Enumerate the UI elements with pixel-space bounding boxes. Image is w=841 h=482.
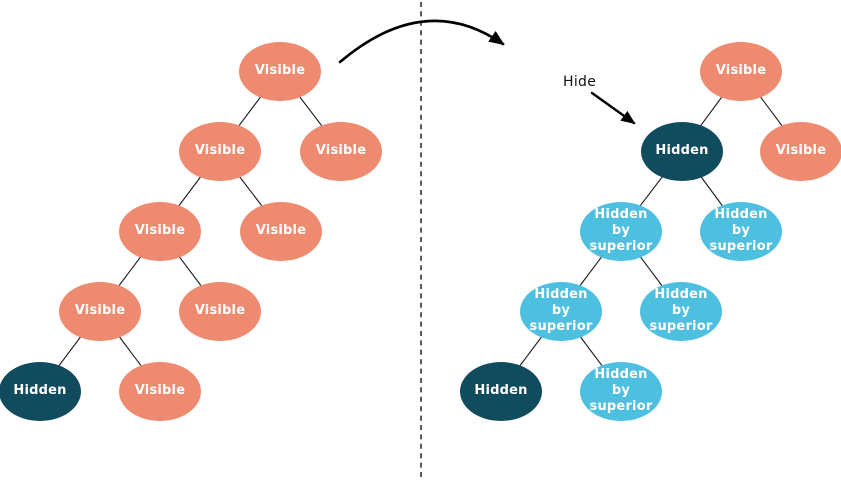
tree-node-visible: Visible [239, 41, 321, 101]
tree-node-hidden: Hidden [641, 121, 723, 181]
tree-node-visible: Visible [179, 281, 261, 341]
tree-node-label: Visible [255, 222, 307, 238]
tree-node-label: Visible [134, 222, 186, 238]
tree-node-hidden-by-superior: Hidden by superior [580, 361, 662, 421]
tree-node-label: Hidden [13, 382, 67, 398]
tree-node-label: Visible [194, 302, 246, 318]
tree-node-visible: Visible [240, 201, 322, 261]
tree-node-hidden-by-superior: Hidden by superior [700, 201, 782, 261]
tree-node-label: Visible [194, 142, 246, 158]
tree-node-label: Visible [74, 302, 126, 318]
tree-node-label: Visible [254, 62, 306, 78]
tree-node-visible: Visible [700, 41, 782, 101]
tree-node-label: Visible [715, 62, 767, 78]
tree-node-hidden: Hidden [0, 361, 81, 421]
tree-node-visible: Visible [59, 281, 141, 341]
tree-node-label: Visible [775, 142, 827, 158]
transform-arrow [338, 19, 505, 64]
tree-node-label: Hidden [655, 142, 709, 158]
tree-node-visible: Visible [760, 121, 841, 181]
tree-node-hidden-by-superior: Hidden by superior [520, 281, 602, 341]
tree-node-label: Hidden by superior [589, 206, 653, 255]
tree-node-label: Visible [134, 382, 186, 398]
tree-node-label: Hidden [474, 382, 528, 398]
tree-node-label: Hidden by superior [589, 366, 653, 415]
tree-node-label: Hidden by superior [649, 286, 713, 335]
hide-annotation-arrow [590, 91, 636, 125]
tree-node-visible: Visible [119, 201, 201, 261]
tree-node-label: Hidden by superior [709, 206, 773, 255]
tree-node-label: Hidden by superior [529, 286, 593, 335]
tree-node-visible: Visible [300, 121, 382, 181]
tree-node-visible: Visible [119, 361, 201, 421]
tree-node-visible: Visible [179, 121, 261, 181]
tree-node-hidden-by-superior: Hidden by superior [640, 281, 722, 341]
tree-node-hidden-by-superior: Hidden by superior [580, 201, 662, 261]
tree-node-hidden: Hidden [460, 361, 542, 421]
hide-annotation-label: Hide [563, 74, 597, 90]
tree-node-label: Visible [315, 142, 367, 158]
